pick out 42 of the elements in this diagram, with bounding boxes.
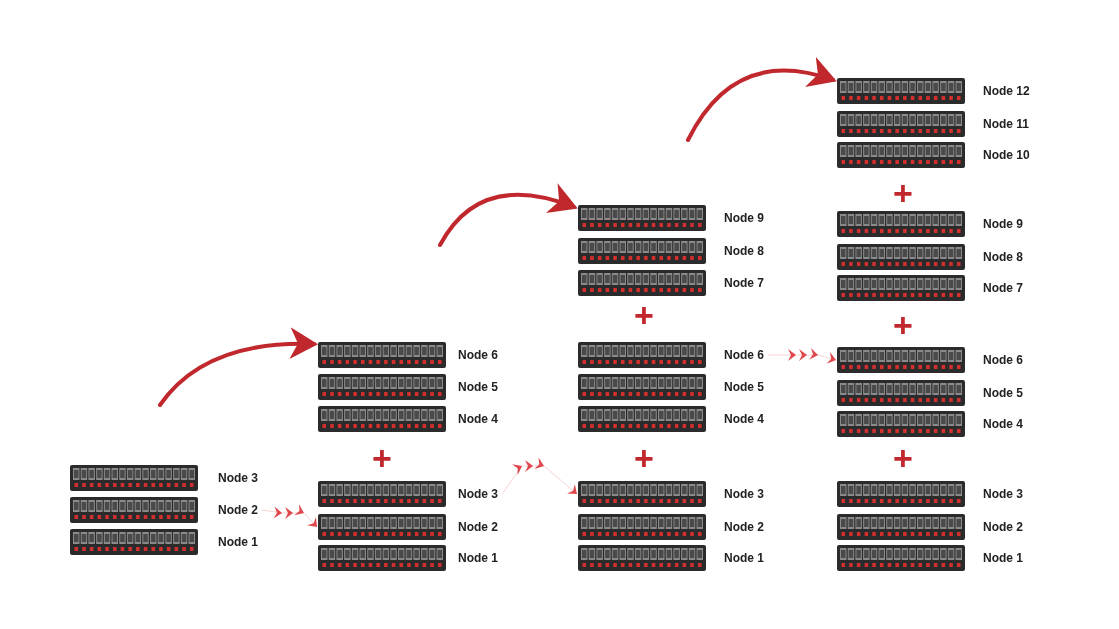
node-label: Node 7 [983,281,1023,295]
chevron-arrow [501,457,578,495]
plus-sign: + [372,443,392,473]
node-label: Node 3 [724,487,764,501]
node-label: Node 6 [458,348,498,362]
node-label: Node 8 [983,250,1023,264]
chevron-arrow [261,504,318,528]
node-label: Node 4 [724,412,764,426]
curved-arrow [686,57,837,142]
node-label: Node 5 [458,380,498,394]
node-label: Node 6 [983,353,1023,367]
chevron-arrow [767,348,837,364]
node-label: Node 1 [983,551,1023,565]
node-label: Node 1 [458,551,498,565]
node-label: Node 4 [458,412,498,426]
node-label: Node 5 [724,380,764,394]
node-label: Node 11 [983,117,1030,131]
node-label: Node 2 [218,503,258,517]
plus-sign: + [893,178,913,208]
node-label: Node 1 [218,535,258,549]
curved-arrow [438,183,578,247]
node-label: Node 6 [724,348,764,362]
curved-arrow [158,327,318,407]
plus-sign: + [893,443,913,473]
node-label: Node 7 [724,276,764,290]
node-label: Node 1 [724,551,764,565]
node-label: Node 2 [458,520,498,534]
plus-sign: + [634,443,654,473]
node-label: Node 3 [983,487,1023,501]
node-label: Node 2 [983,520,1023,534]
node-label: Node 9 [983,217,1023,231]
node-label: Node 3 [458,487,498,501]
plus-sign: + [893,310,913,340]
node-label: Node 12 [983,84,1030,98]
node-label: Node 3 [218,471,258,485]
node-label: Node 4 [983,417,1023,431]
node-label: Node 5 [983,386,1023,400]
plus-sign: + [634,300,654,330]
node-label: Node 9 [724,211,764,225]
node-label: Node 8 [724,244,764,258]
node-label: Node 2 [724,520,764,534]
node-label: Node 10 [983,148,1030,162]
